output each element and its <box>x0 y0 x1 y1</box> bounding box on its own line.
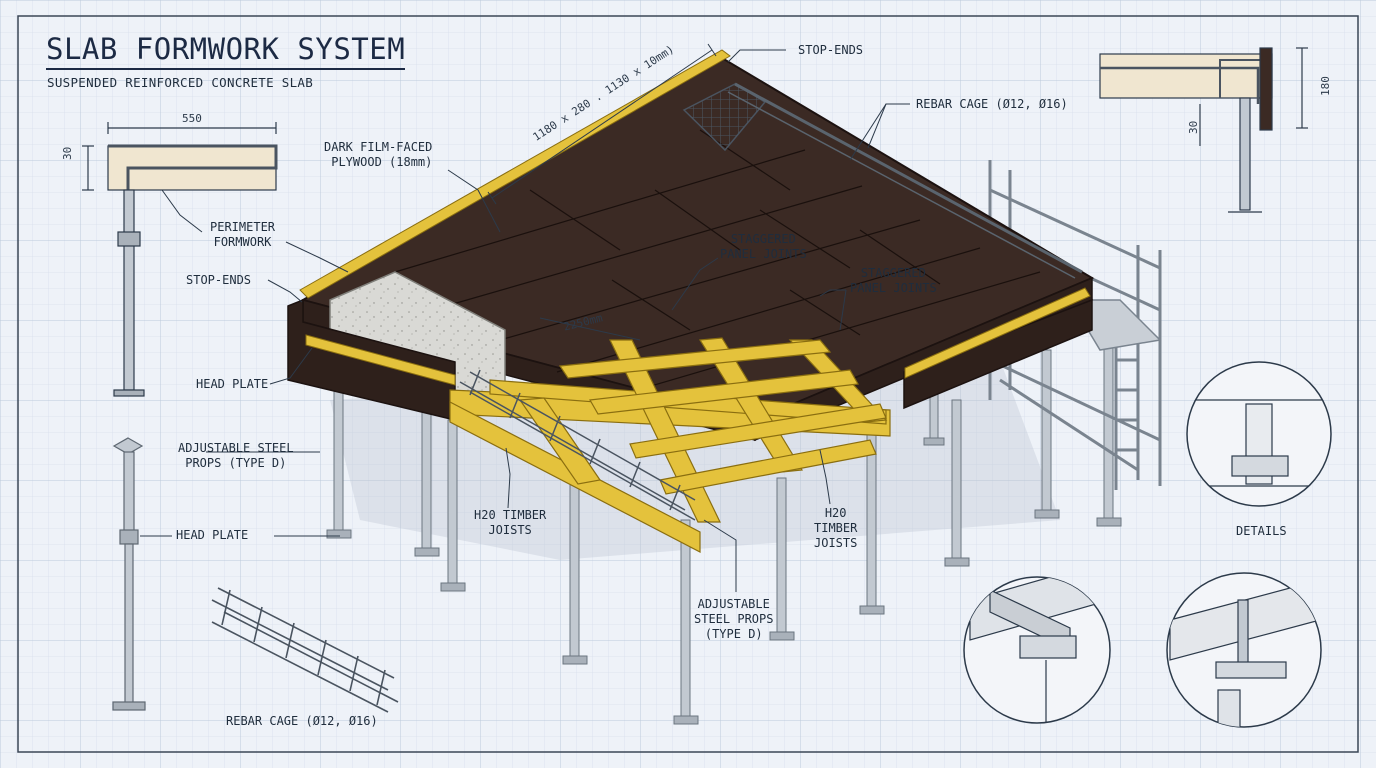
label-head-plate-2: HEAD PLATE <box>176 528 249 542</box>
label-dark-plywood: DARK FILM-FACED PLYWOOD (18mm) <box>324 140 433 169</box>
label-staggered-joints-1: STAGGERED PANEL JOINTS <box>720 232 807 261</box>
label-details: DETAILS <box>1236 524 1287 538</box>
drawing-subtitle: SUSPENDED REINFORCED CONCRETE SLAB <box>47 75 314 90</box>
label-stop-ends-left: STOP-ENDS <box>186 273 252 287</box>
label-rebar-cage-bottom: REBAR CAGE (Ø12, Ø16) <box>226 714 378 728</box>
rebar-cage-edge <box>734 82 1083 274</box>
dimension-lines <box>487 43 717 341</box>
label-perimeter-formwork: PERIMETER FORMWORK <box>210 220 276 249</box>
steel-props <box>326 329 1122 725</box>
leader-lines <box>140 49 910 592</box>
stop-end-top <box>299 49 731 299</box>
dim-height-30-left: 30 <box>61 146 74 160</box>
dim-height-180: 180 <box>1319 76 1332 96</box>
drawing-title: SLAB FORMWORK SYSTEM <box>46 32 406 70</box>
section-detail-right <box>1099 47 1308 213</box>
label-adjustable-props-center: ADJUSTABLE STEEL PROPS (TYPE D) <box>694 597 774 641</box>
prop-elevation-left <box>112 437 146 711</box>
label-staggered-joints-2: STAGGERED PANEL JOINTS <box>850 266 937 295</box>
dim-height-30-right: 30 <box>1187 120 1200 134</box>
label-h20-joists-left: H20 TIMBER JOISTS <box>474 508 547 537</box>
label-stop-ends-top: STOP-ENDS <box>798 43 864 57</box>
section-detail-left <box>82 122 278 397</box>
sheet-border <box>17 15 1359 753</box>
perimeter-formwork-right <box>903 298 1093 410</box>
rebar-cage-front <box>459 369 696 521</box>
label-adjustable-props-left: ADJUSTABLE STEEL PROPS (TYPE D) <box>178 441 294 470</box>
rebar-cage-loose <box>211 587 399 713</box>
h20-timber-joists <box>449 337 891 553</box>
label-h20-joists-right: H20 TIMBER JOISTS <box>814 506 858 550</box>
label-head-plate-1: HEAD PLATE <box>196 377 269 391</box>
dim-width-550: 550 <box>182 112 202 125</box>
label-rebar-cage-top: REBAR CAGE (Ø12, Ø16) <box>916 97 1068 111</box>
